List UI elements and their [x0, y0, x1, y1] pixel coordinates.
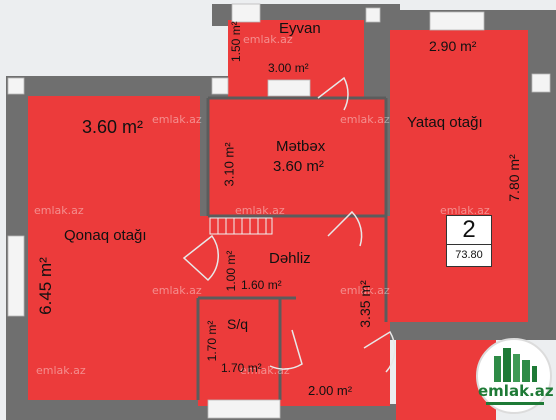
- dim-metbex-area: 3.60 m²: [273, 158, 324, 175]
- room-name-sq: S/q: [227, 316, 249, 332]
- watermark: emlak.az: [36, 364, 86, 377]
- dim-dehliz-width: 1.60 m²: [241, 278, 282, 292]
- watermark: emlak.az: [152, 113, 202, 126]
- watermark: emlak.az: [240, 364, 290, 377]
- watermark: emlak.az: [152, 284, 202, 297]
- apartment-number: 2: [447, 216, 491, 245]
- room-yataq: [390, 30, 528, 322]
- room-qonaq: [28, 96, 200, 400]
- room-name-yataq: Yataq otağı: [407, 114, 483, 131]
- room-metbex: [208, 98, 386, 216]
- kitchen-counter: [209, 217, 273, 235]
- total-area: 73.80: [455, 249, 483, 261]
- dim-eyvan-width: 3.00 m²: [268, 61, 309, 75]
- windows: [7, 3, 551, 419]
- room-name-dehliz: Dəhliz: [269, 250, 311, 267]
- logo-text: emlak.az: [478, 382, 554, 400]
- city-buildings-icon: [494, 348, 537, 382]
- dim-yataq-side: 7.80 m²: [506, 154, 522, 202]
- dim-metbex-side: 3.10 m²: [221, 142, 237, 187]
- watermark: emlak.az: [34, 204, 84, 217]
- dim-dehliz-side: 3.35 m²: [357, 280, 373, 328]
- watermark: emlak.az: [340, 284, 390, 297]
- logo-underline: [486, 402, 544, 405]
- dim-eyvan-side: 1.50 m²: [229, 21, 243, 62]
- dim-dehliz-small: 1.00 m²: [224, 250, 238, 292]
- watermark: emlak.az: [340, 113, 390, 126]
- room-sq: [198, 300, 280, 400]
- room-name-qonaq: Qonaq otağı: [64, 227, 147, 244]
- apartment-badge: 2 73.80: [446, 215, 492, 267]
- dim-sq-width: 1.70 m²: [221, 361, 262, 375]
- dim-sq-side: 1.70 m²: [205, 320, 219, 362]
- watermark: emlak.az: [440, 204, 490, 217]
- partitions: [196, 96, 388, 400]
- room-name-metbex: Mətbəx: [276, 138, 326, 155]
- emlak-logo: emlak.az: [476, 338, 554, 414]
- watermark: emlak.az: [235, 204, 285, 217]
- room-name-eyvan: Eyvan: [279, 20, 321, 37]
- dim-qonaq-top: 3.60 m²: [82, 117, 144, 137]
- dim-yataq-top: 2.90 m²: [429, 38, 477, 54]
- door-swings: [182, 76, 396, 373]
- dim-qonaq-side: 6.45 m²: [36, 257, 55, 315]
- dim-dehliz-bottom: 2.00 m²: [308, 383, 353, 398]
- watermark: emlak.az: [243, 33, 293, 46]
